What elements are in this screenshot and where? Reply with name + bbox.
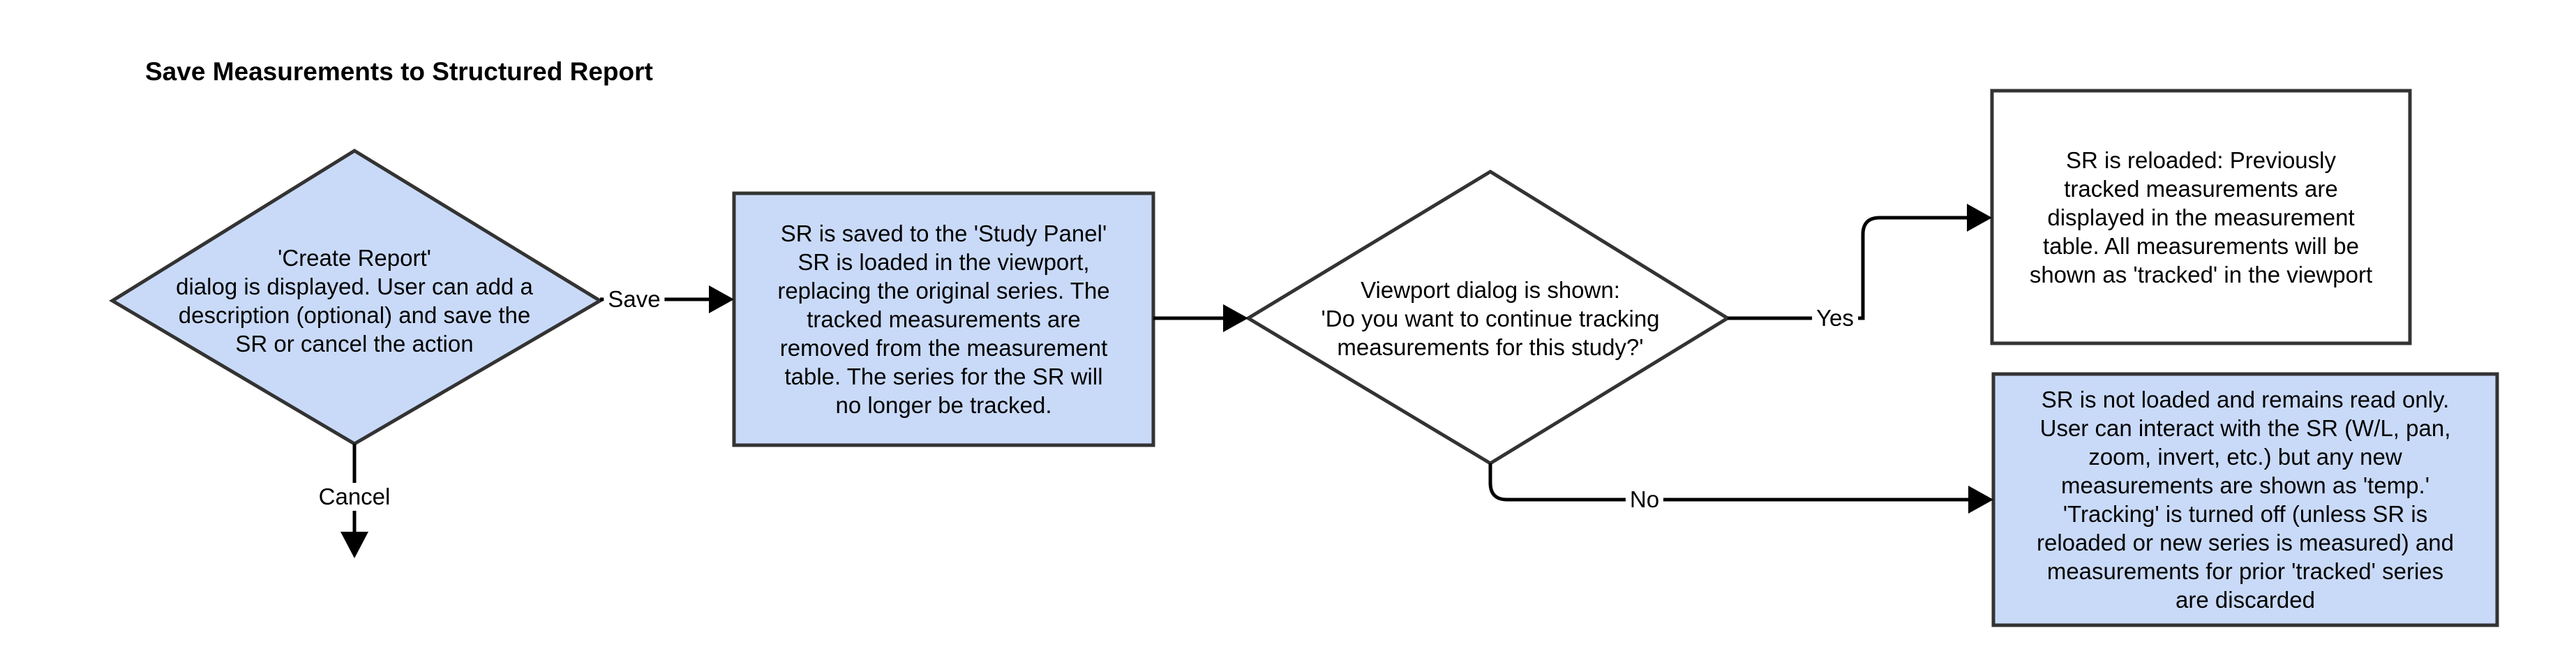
no-edge bbox=[1488, 463, 1968, 502]
node-text-line: 'Create Report' bbox=[278, 245, 431, 271]
create-report-text: 'Create Report' dialog is displayed. User… bbox=[151, 231, 558, 371]
yes-edge bbox=[1728, 216, 1967, 320]
yes-edge-label: Yes bbox=[1812, 304, 1858, 332]
yes-arrowhead bbox=[1967, 204, 1992, 232]
sr-saved-box bbox=[732, 191, 1155, 447]
node-text-line: 'Do you want to continue tracking bbox=[1321, 305, 1660, 331]
node-text-line: measurements are shown as 'temp.' bbox=[2061, 472, 2429, 498]
node-text-line: measurements for prior 'tracked' series bbox=[2046, 558, 2444, 584]
node-text-line: Viewport dialog is shown: bbox=[1361, 276, 1620, 303]
no-arrowhead bbox=[1968, 486, 1993, 514]
node-text-line: SR is saved to the 'Study Panel' bbox=[780, 221, 1107, 246]
node-text-line: are discarded bbox=[2176, 587, 2315, 613]
node-text-line: no longer be tracked. bbox=[835, 392, 1052, 418]
node-text-line: table. The series for the SR will bbox=[784, 364, 1103, 389]
node-text-line: measurements for this study?' bbox=[1337, 334, 1644, 360]
sr-saved-text: SR is saved to the 'Study Panel' SR is lo… bbox=[740, 197, 1148, 442]
viewport-dialog-lines: Viewport dialog is shown:'Do you want to… bbox=[1292, 276, 1688, 361]
create-report-lines: 'Create Report' dialog is displayed. User… bbox=[151, 244, 558, 358]
node-text-line: table. All measurements will be bbox=[2042, 232, 2360, 259]
save-edge-label: Save bbox=[604, 285, 665, 313]
node-text-line: SR is not loaded and remains read only. bbox=[2041, 387, 2450, 412]
node-text-line: 'Tracking' is turned off (unless SR is bbox=[2062, 501, 2428, 527]
node-text-line: description (optional) and save the bbox=[178, 302, 531, 328]
node-text-line: dialog is displayed. User can add a bbox=[176, 274, 533, 299]
cancel-arrowhead bbox=[340, 532, 368, 558]
sr-reloaded-box bbox=[1990, 89, 2412, 345]
node-text-line: tracked measurements are bbox=[807, 306, 1081, 332]
save-arrowhead bbox=[709, 285, 734, 313]
diagram-title: Save Measurements to Structured Report bbox=[145, 57, 653, 86]
node-text-line: zoom, invert, etc.) but any new bbox=[2088, 444, 2402, 470]
node-text-line: replacing the original series. The bbox=[777, 278, 1110, 304]
viewport-dialog-text: Viewport dialog is shown:'Do you want to… bbox=[1292, 269, 1688, 367]
sr-not-loaded-box bbox=[1991, 372, 2499, 627]
node-text-line: SR or cancel the action bbox=[235, 331, 474, 357]
node-text-line: shown as 'tracked' in the viewport bbox=[2029, 261, 2373, 287]
node-text-line: displayed in the measurement bbox=[2047, 204, 2355, 230]
no-edge-label: No bbox=[1625, 486, 1664, 514]
sr-saved-lines: SR is saved to the 'Study Panel' SR is lo… bbox=[740, 219, 1148, 419]
sr-not-loaded-lines: SR is not loaded and remains read only. U… bbox=[1997, 385, 2494, 614]
cancel-edge-label: Cancel bbox=[314, 483, 395, 511]
node-text-line: SR is loaded in the viewport, bbox=[797, 249, 1090, 275]
saved-to-viewport-arrowhead bbox=[1223, 304, 1248, 332]
node-text-line: SR is reloaded: Previously bbox=[2065, 147, 2336, 173]
node-text-line: tracked measurements are bbox=[2064, 175, 2338, 202]
node-text-line: User can interact with the SR (W/L, pan, bbox=[2039, 415, 2451, 441]
sr-not-loaded-text: SR is not loaded and remains read only. U… bbox=[1997, 378, 2494, 622]
node-text-line: reloaded or new series is measured) and bbox=[2037, 530, 2454, 555]
node-text-line: removed from the measurement bbox=[779, 335, 1108, 361]
